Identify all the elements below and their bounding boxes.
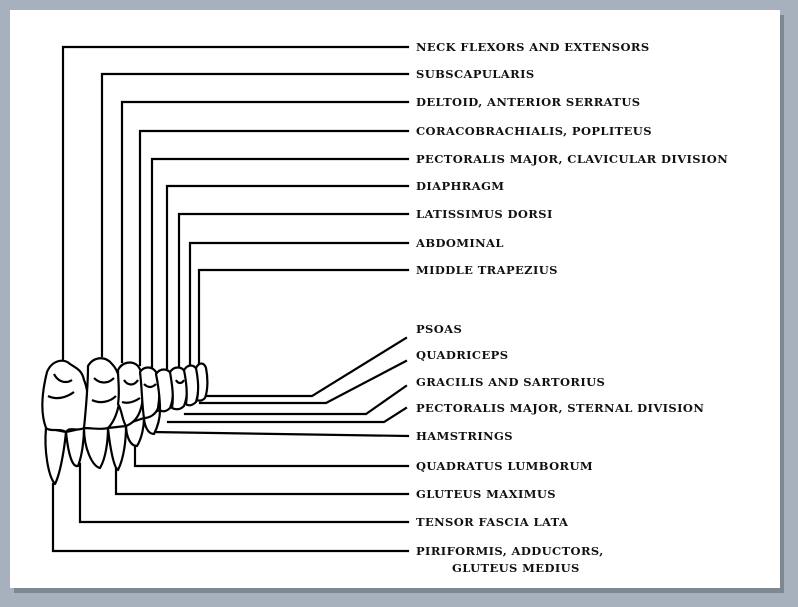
upper-labels: NECK FLEXORS AND EXTENSORS SUBSCAPULARIS… <box>415 40 728 277</box>
connector-tensor-fascia <box>78 462 410 524</box>
label-coracobrachialis: CORACOBRACHIALIS, POPLITEUS <box>416 124 652 138</box>
label-diaphragm: DIAPHRAGM <box>416 179 504 193</box>
label-deltoid: DELTOID, ANTERIOR SERRATUS <box>416 95 640 109</box>
label-gluteus-maximus: GLUTEUS MAXIMUS <box>416 487 556 501</box>
label-subscapularis: SUBSCAPULARIS <box>416 67 535 81</box>
teeth-drawing <box>41 357 209 486</box>
label-abdominal: ABDOMINAL <box>415 236 504 250</box>
connector-quadriceps <box>198 359 408 405</box>
connector-latissimus <box>177 212 410 370</box>
connector-abdominal <box>188 241 410 369</box>
label-tensor-fascia: TENSOR FASCIA LATA <box>416 515 569 529</box>
connector-subscapularis <box>100 72 410 358</box>
connector-piriformis <box>51 482 410 553</box>
label-pectoralis-clavicular: PECTORALIS MAJOR, CLAVICULAR DIVISION <box>416 152 728 166</box>
label-gracilis: GRACILIS AND SARTORIUS <box>416 375 605 389</box>
connector-pectoralis-clavicular <box>150 157 410 369</box>
connector-coracobrachialis <box>138 129 410 367</box>
label-quadratus-lumborum: QUADRATUS LUMBORUM <box>416 459 593 473</box>
label-pectoralis-sternal: PECTORALIS MAJOR, STERNAL DIVISION <box>416 401 704 415</box>
connector-gluteus-maximus <box>114 466 410 496</box>
diagram-card <box>10 10 780 588</box>
label-piriformis: PIRIFORMIS, ADDUCTORS, <box>416 544 604 558</box>
label-gluteus-medius: GLUTEUS MEDIUS <box>452 561 580 575</box>
lower-labels: PSOAS QUADRICEPS GRACILIS AND SARTORIUS … <box>416 322 704 575</box>
label-latissimus: LATISSIMUS DORSI <box>416 207 553 221</box>
label-quadriceps: QUADRICEPS <box>416 348 508 362</box>
connector-hamstrings <box>150 430 410 438</box>
connector-neck-flexors <box>61 45 410 364</box>
connector-deltoid <box>120 100 410 364</box>
label-middle-trapezius: MIDDLE TRAPEZIUS <box>416 263 558 277</box>
connector-pectoralis-sternal <box>166 406 408 424</box>
connector-gracilis <box>183 384 408 416</box>
label-hamstrings: HAMSTRINGS <box>416 429 513 443</box>
label-neck-flexors: NECK FLEXORS AND EXTENSORS <box>416 40 650 54</box>
connector-middle-trapezius <box>197 268 410 368</box>
connector-quadratus-lumborum <box>133 442 410 468</box>
connector-diaphragm <box>165 184 410 370</box>
connector-psoas <box>204 336 408 398</box>
label-psoas: PSOAS <box>416 322 462 336</box>
